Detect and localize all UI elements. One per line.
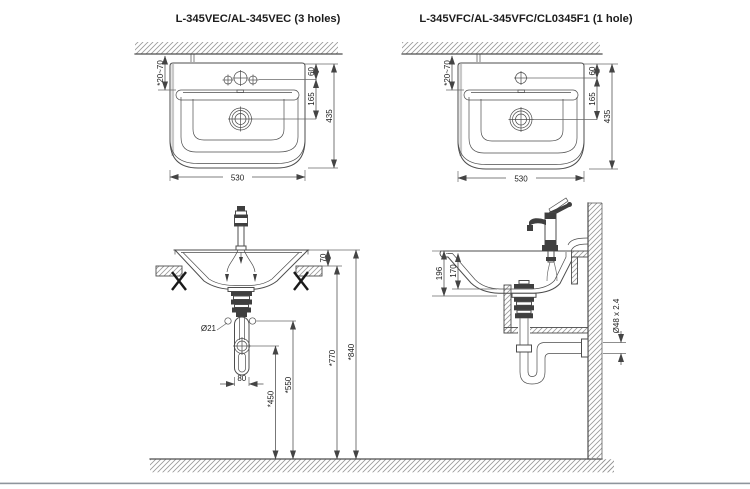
dim-supply-height: *550	[284, 376, 293, 393]
faucet-section-right	[527, 197, 589, 282]
faucet-section-left	[234, 206, 248, 251]
dim-drain-pipe: Ø48 x 2.4	[612, 298, 621, 333]
left-section-dimensions: Ø21 80 70 *450 *550 *770 *840	[201, 249, 360, 460]
dim-bowl-depth: 170	[449, 264, 458, 278]
right-front-view: *20~70 60 165 435 530	[401, 42, 618, 184]
dim-height: 435	[603, 109, 612, 123]
wall-section	[587, 202, 614, 473]
dim-holes-to-drain: 165	[307, 92, 316, 106]
sink-front-outline	[169, 62, 306, 169]
dim-height: 435	[325, 109, 334, 123]
left-front-view: *20~70 60 165 435 530	[134, 42, 343, 183]
drain-front	[228, 106, 316, 132]
supply-hoses-left	[225, 249, 257, 282]
mounting-clamps	[171, 271, 309, 291]
drain-front	[508, 107, 597, 132]
floor	[149, 458, 614, 473]
dim-top-to-holes: 60	[588, 66, 597, 75]
dim-outlet-width: 80	[237, 374, 246, 383]
faucet-holes-3	[222, 70, 316, 86]
bottom-rule	[0, 482, 750, 485]
counter-structure	[503, 250, 589, 334]
wall-hatch-left	[134, 42, 343, 62]
dim-wall-gap: *20~70	[156, 60, 165, 86]
right-front-dimensions: *20~70 60 165 435 530	[443, 55, 618, 184]
sink-front-outline	[457, 62, 585, 170]
dim-width: 530	[231, 174, 245, 183]
wall-hatch-right	[401, 42, 603, 62]
left-front-dimensions: *20~70 60 165 435 530	[156, 55, 338, 183]
counter-slabs	[155, 265, 323, 277]
right-panel-title: L-345VFC/AL-345VFC/CL0345F1 (1 hole)	[419, 13, 633, 25]
faucet-hole-1	[514, 71, 597, 85]
dim-basin-depth: 196	[435, 266, 444, 280]
right-section-dimensions: 196 170 Ø48 x 2.4	[432, 250, 626, 365]
right-section-view: 196 170 Ø48 x 2.4	[432, 197, 626, 473]
dim-width: 530	[514, 175, 528, 184]
dim-top-to-holes: 60	[307, 67, 316, 76]
dim-supply-hole-dia: Ø21	[201, 324, 217, 333]
dim-wall-gap: *20~70	[443, 60, 452, 86]
dim-holes-to-drain: 165	[588, 92, 597, 106]
drain-assembly-right	[511, 280, 589, 385]
drain-assembly-left	[224, 287, 257, 376]
dim-trap-center-height: *450	[267, 390, 276, 407]
dim-rim-height: *840	[347, 343, 356, 360]
left-panel-title: L-345VEC/AL-345VEC (3 holes)	[176, 13, 341, 25]
basin-section-left	[173, 249, 310, 290]
dim-rim-above-counter: 70	[319, 253, 328, 262]
left-section-view: Ø21 80 70 *450 *550 *770 *840	[155, 206, 360, 460]
dim-counter-height: *770	[328, 349, 337, 366]
